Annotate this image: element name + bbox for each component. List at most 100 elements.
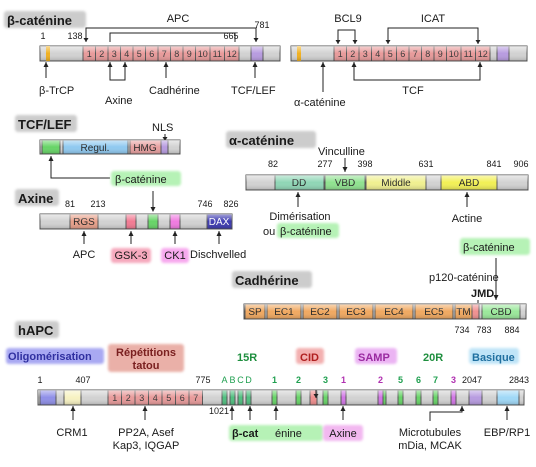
r15-repeat-letter: A xyxy=(221,375,227,385)
axine-n213: 213 xyxy=(90,199,105,209)
axine-n826: 826 xyxy=(223,199,238,209)
samp-box xyxy=(340,389,347,406)
acat-title: α-caténine xyxy=(229,133,294,148)
r20-number: 5 xyxy=(398,375,403,385)
icat-label: ICAT xyxy=(421,13,446,25)
samp-number: 3 xyxy=(451,375,456,385)
samp-box xyxy=(377,389,384,406)
arm-repeat-number: 1 xyxy=(112,393,117,403)
bcat-repeat-a-number: 3 xyxy=(112,49,117,59)
arm-repeat-number: 4 xyxy=(153,393,158,403)
bcat-repeat-a-number: 8 xyxy=(174,49,179,59)
rep-label-2: tatou xyxy=(133,360,160,372)
hapc-n2843: 2843 xyxy=(509,375,529,385)
acat-bcat-label: β-caténine xyxy=(280,226,332,238)
bcat-ctd-b xyxy=(496,45,510,62)
r15-repeat-box xyxy=(237,389,244,406)
hapc-n407: 407 xyxy=(75,375,90,385)
cadh-domain-label: TM xyxy=(456,307,470,318)
r15-repeat-letter: C xyxy=(237,375,244,385)
bcat-repeat-a-number: 5 xyxy=(137,49,142,59)
pp2a-label-2: Kap3, IQGAP xyxy=(113,440,180,452)
cadh-bcat-label: β-caténine xyxy=(463,242,515,254)
ck1-site xyxy=(169,213,181,230)
bcat-repeat-b-number: 7 xyxy=(413,49,418,59)
r20-label: 20R xyxy=(423,352,443,364)
r20-box xyxy=(397,389,404,406)
basique-domain xyxy=(496,389,520,406)
tcf-label: TCF xyxy=(402,85,424,97)
vbd-label: VBD xyxy=(335,178,356,189)
axine-section: Axine 81 213 746 826 RGS DAX APC GSK-3 C… xyxy=(15,189,246,263)
axine-label: Axine xyxy=(105,95,133,107)
r15-repeat-box xyxy=(245,389,252,406)
acat-section: α-caténine Vinculline 82 277 398 631 841… xyxy=(226,131,529,238)
r15-repeat-box xyxy=(229,389,236,406)
bcat-n138: 138 xyxy=(67,31,82,41)
dimer-or-label: ou xyxy=(263,226,275,238)
bcat-n1: 1 xyxy=(40,31,45,41)
dax-label: DAX xyxy=(209,217,230,228)
gsk3-site xyxy=(125,213,137,230)
rgs-label: RGS xyxy=(73,217,95,228)
cadh-domain-label: EC2 xyxy=(310,307,330,318)
r20-box xyxy=(415,389,422,406)
p120-label: p120-caténine xyxy=(429,272,499,284)
apc-label: APC xyxy=(167,13,190,25)
regul-label: Regul. xyxy=(81,143,110,154)
arm-repeat-number: 6 xyxy=(180,393,185,403)
bcat-repeat-b-number: 5 xyxy=(388,49,393,59)
acat-n841: 841 xyxy=(486,159,501,169)
bcat-repeat-b-number: 2 xyxy=(350,49,355,59)
microtubules-label: Microtubules xyxy=(399,427,462,439)
cadh-n734: 734 xyxy=(454,325,469,335)
r20-box xyxy=(432,389,439,406)
bcat-repeat-a-number: 7 xyxy=(162,49,167,59)
cadherine-section: β-caténine p120-caténine JMD Cadhérine S… xyxy=(232,238,530,335)
bcat-repeat-a-number: 6 xyxy=(149,49,154,59)
acat-n398: 398 xyxy=(357,159,372,169)
axine-n81: 81 xyxy=(65,199,75,209)
tcflef-bcat-label: β-caténine xyxy=(115,174,167,186)
bcat-repeat-b-number: 3 xyxy=(363,49,368,59)
bcat-repeat-b-number: 10 xyxy=(449,49,459,59)
acat-binding-label: α-caténine xyxy=(294,97,346,109)
tcflef-section: TCF/LEF NLS Regul. HMG β-caténine xyxy=(15,115,181,186)
hapc-n1021: 1021 xyxy=(209,406,229,416)
r15-repeat-letter: B xyxy=(229,375,235,385)
r15-repeat-letter: D xyxy=(245,375,252,385)
nls-label: NLS xyxy=(152,122,173,134)
btrcp-label: β-TrCP xyxy=(39,85,74,97)
basic-purple-domain xyxy=(468,389,483,406)
tcflef-title: TCF/LEF xyxy=(18,117,71,132)
hapc-n775: 775 xyxy=(195,375,210,385)
cadh-n783: 783 xyxy=(476,325,491,335)
tcflef-label: TCF/LEF xyxy=(231,85,276,97)
cadh-domain-label: EC1 xyxy=(274,307,294,318)
bcat-title: β-caténine xyxy=(7,13,72,28)
cadh-domain-label: EC3 xyxy=(346,307,366,318)
bcat-repeat-b-number: 1 xyxy=(338,49,343,59)
dd-label: DD xyxy=(292,178,306,189)
samp-number: 1 xyxy=(341,375,346,385)
r20-box xyxy=(271,389,278,406)
basique-label: Basique xyxy=(472,352,515,364)
oligo-label: Oligomérisation xyxy=(8,351,92,363)
bcat-phospho-a xyxy=(46,46,50,61)
abd-label: ABD xyxy=(459,178,480,189)
cadh-domain-box xyxy=(471,303,480,320)
axine-title: Axine xyxy=(18,191,53,206)
bcat-ctd-a xyxy=(250,45,264,62)
bcat-repeat-a-number: 12 xyxy=(227,49,237,59)
bcat-repeat-b-number: 8 xyxy=(425,49,430,59)
r20-number: 7 xyxy=(433,375,438,385)
hapc-section: hAPC Oligomérisation Répétitions tatou 1… xyxy=(6,321,530,452)
axine-bcat-site xyxy=(147,213,159,230)
hmg-label: HMG xyxy=(133,143,157,154)
dimer-label: Dimérisation xyxy=(269,211,330,223)
cadh-title: Cadhérine xyxy=(235,273,299,288)
tcflef-bcat-domain xyxy=(41,139,61,155)
